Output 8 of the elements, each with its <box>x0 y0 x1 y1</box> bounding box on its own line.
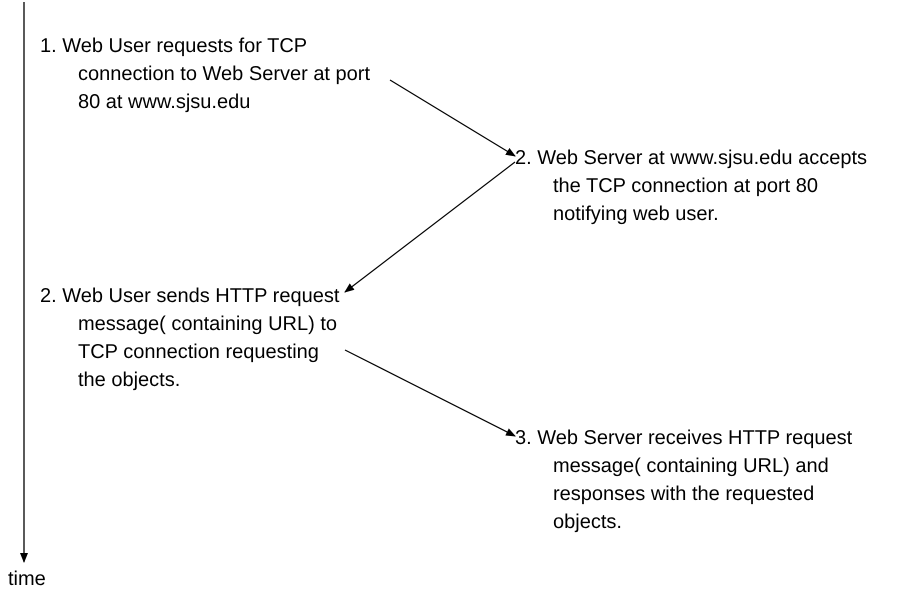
step-text: 3. Web Server receives HTTP request message( containing URL) and responses with the requested objects. <box>515 424 880 536</box>
arrow <box>344 162 516 293</box>
step-text: 2. Web Server at www.sjsu.edu accepts the TCP connection at port 80 notifying web user. <box>515 144 880 228</box>
axis-label: time <box>8 568 46 591</box>
step-text: 2. Web User sends HTTP request message( containing URL) to TCP connection requesting the objects. <box>40 282 345 394</box>
arrow <box>344 349 516 437</box>
step-text: 1. Web User requests for TCP connection to Web Server at port 80 at www.sjsu.edu <box>40 32 390 116</box>
arrow <box>390 79 516 157</box>
